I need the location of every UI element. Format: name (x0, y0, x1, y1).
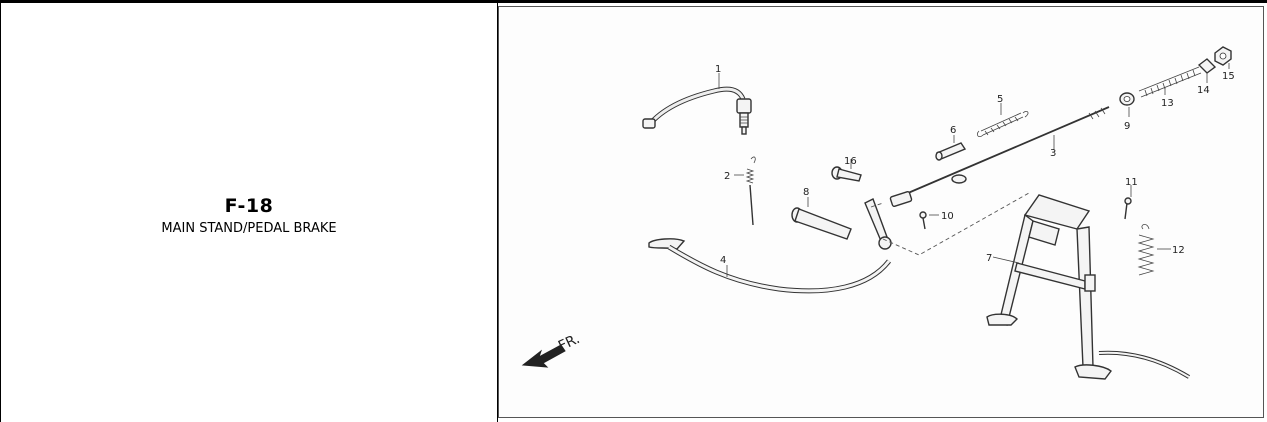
part-3-brake-rod (889, 106, 1110, 208)
callout-11: 11 (1125, 177, 1138, 188)
part-5-spring (976, 103, 1029, 138)
part-10-cotter-pin (919, 211, 939, 230)
callout-8: 8 (803, 187, 809, 198)
callout-1: 1 (715, 64, 721, 75)
callout-13: 13 (1161, 98, 1174, 109)
part-8-pivot-bolt (791, 197, 852, 240)
part-16-bolt (831, 159, 862, 182)
part-4-brake-pedal (648, 198, 892, 294)
callout-4: 4 (720, 255, 726, 266)
section-info-panel: F-18 MAIN STAND/PEDAL BRAKE (1, 3, 497, 422)
callout-10: 10 (941, 211, 954, 222)
callout-15: 15 (1222, 71, 1235, 82)
part-15-nut (1214, 46, 1232, 69)
panel-divider (497, 3, 498, 422)
callout-14: 14 (1197, 85, 1210, 96)
front-arrow-icon (521, 344, 566, 368)
callout-2: 2 (724, 171, 730, 182)
part-12-stand-spring (1137, 224, 1171, 276)
reference-line (870, 202, 884, 208)
callout-16: 16 (844, 156, 857, 167)
front-direction-indicator: FR. (521, 331, 582, 368)
callout-7: 7 (986, 253, 992, 264)
exploded-view-drawing: 1 2 3 4 5 6 7 8 9 10 11 12 13 14 15 16 F… (521, 46, 1235, 380)
callout-labels: 1 2 3 4 5 6 7 8 9 10 11 12 13 14 15 16 (715, 64, 1235, 266)
part-1-brake-switch (642, 73, 752, 135)
callout-5: 5 (997, 94, 1003, 105)
parts-diagram: 1 2 3 4 5 6 7 8 9 10 11 12 13 14 15 16 F… (498, 6, 1264, 418)
part-14-adjuster (1197, 58, 1217, 83)
callout-3: 3 (1050, 148, 1056, 159)
part-2-spring (734, 156, 756, 226)
section-code: F-18 (224, 195, 274, 217)
part-6-sleeve (935, 135, 967, 161)
part-13-return-spring (1138, 66, 1202, 98)
callout-9: 9 (1124, 121, 1130, 132)
section-title: MAIN STAND/PEDAL BRAKE (161, 221, 337, 236)
part-7-main-stand (986, 194, 1191, 380)
part-11-pin (1124, 185, 1132, 220)
callout-12: 12 (1172, 245, 1185, 256)
part-9-washer (1119, 92, 1135, 117)
callout-6: 6 (950, 125, 956, 136)
